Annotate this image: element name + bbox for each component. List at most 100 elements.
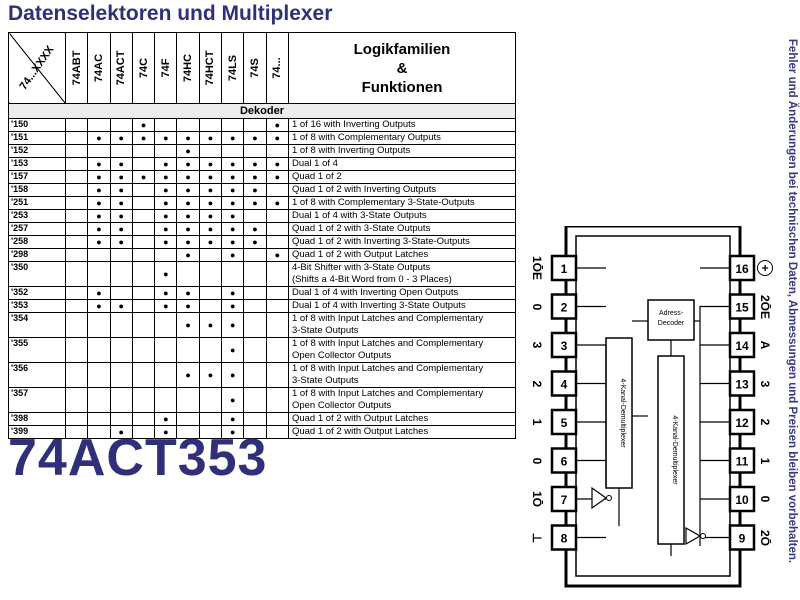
availability-dot: ● — [243, 170, 267, 184]
availability-dot: ● — [87, 209, 111, 223]
table-row: '298●●●Quad 1 of 2 with Output Latches — [8, 248, 517, 262]
family-header: 74HC — [176, 32, 200, 104]
availability-empty — [87, 144, 111, 158]
availability-empty — [64, 299, 89, 313]
pin-label-text: 2ŌE — [758, 294, 772, 319]
availability-empty — [243, 209, 267, 223]
availability-dot: ● — [176, 196, 200, 210]
function-description: 1 of 8 with Input Latches and Complement… — [287, 387, 517, 413]
availability-empty — [64, 312, 89, 338]
type-number: '253 — [8, 209, 66, 223]
section-label: Dekoder — [8, 103, 516, 119]
availability-empty — [176, 337, 200, 363]
chip-inner-outline — [575, 235, 731, 577]
availability-empty — [221, 261, 245, 287]
availability-empty — [64, 196, 89, 210]
availability-dot: ● — [198, 196, 223, 210]
availability-empty — [64, 362, 89, 388]
availability-empty — [131, 387, 156, 413]
availability-empty — [154, 248, 178, 262]
availability-empty — [64, 387, 89, 413]
function-line: 1 of 16 with Inverting Outputs — [291, 119, 416, 131]
availability-empty — [131, 196, 156, 210]
availability-empty — [109, 261, 133, 287]
pin-label: 0 — [528, 452, 546, 470]
availability-empty — [154, 312, 178, 338]
function-line: Quad 1 of 2 with Output Latches — [291, 249, 429, 261]
pin-label: 1 — [528, 413, 546, 431]
table-row: '253●●●●●●Dual 1 of 4 with 3-State Outpu… — [8, 209, 517, 223]
demux-label: 4-Kanal-Demultiplexer — [619, 378, 626, 448]
availability-empty — [176, 261, 200, 287]
table-row: '350●4-Bit Shifter with 3-State Outputs(… — [8, 261, 517, 287]
functions-header-line: Logikfamilien — [353, 40, 451, 58]
availability-empty — [154, 144, 178, 158]
part-number: 74ACT353 — [8, 429, 268, 487]
pin-label: ⊥ — [528, 529, 546, 547]
availability-dot: ● — [221, 157, 245, 171]
function-line: 1 of 8 with Complementary 3-State-Output… — [291, 197, 475, 209]
availability-dot: ● — [198, 362, 223, 388]
availability-dot: ● — [221, 286, 245, 300]
availability-empty — [154, 362, 178, 388]
family-label: 74AC — [92, 53, 105, 83]
function-line: 3-State Outputs — [291, 374, 359, 386]
availability-empty — [64, 337, 89, 363]
function-line: Open Collector Outputs — [291, 349, 392, 361]
availability-dot: ● — [154, 235, 178, 249]
function-description: 1 of 8 with Complementary Outputs — [287, 131, 517, 145]
pin-label: 2 — [528, 375, 546, 393]
availability-empty — [64, 144, 89, 158]
availability-empty — [109, 118, 133, 132]
availability-dot: ● — [243, 222, 267, 236]
availability-empty — [198, 261, 223, 287]
demux-block-2 — [657, 355, 685, 545]
function-description: 4-Bit Shifter with 3-State Outputs(Shift… — [287, 261, 517, 287]
function-description: Dual 1 of 4 — [287, 157, 517, 171]
availability-dot: ● — [221, 299, 245, 313]
table-row: '251●●●●●●●●1 of 8 with Complementary 3-… — [8, 196, 517, 210]
inverter-bubble — [700, 533, 706, 539]
family-label: 74HC — [182, 53, 195, 83]
availability-empty — [198, 248, 223, 262]
function-line: Dual 1 of 4 — [291, 158, 338, 170]
pin-label-text: 3 — [758, 380, 772, 387]
availability-empty — [64, 118, 89, 132]
family-label: 74ACT — [115, 50, 128, 86]
availability-empty — [131, 337, 156, 363]
pin-label-text: 0 — [530, 457, 544, 464]
availability-dot: ● — [176, 170, 200, 184]
availability-dot: ● — [221, 183, 245, 197]
family-label: 74C — [137, 57, 150, 79]
availability-empty — [64, 261, 89, 287]
function-line: Dual 1 of 4 with Inverting 3-State Outpu… — [291, 300, 466, 312]
function-description: Quad 1 of 2 with 3-State Outputs — [287, 222, 517, 236]
disclaimer-text: Fehler und Änderungen bei technischen Da… — [786, 38, 798, 564]
type-number: '150 — [8, 118, 66, 132]
section-row: Dekoder — [8, 103, 516, 119]
availability-empty — [243, 387, 267, 413]
availability-empty — [109, 387, 133, 413]
availability-dot: ● — [87, 170, 111, 184]
function-line: Quad 1 of 2 — [291, 171, 342, 183]
function-description: 1 of 8 with Input Latches and Complement… — [287, 337, 517, 363]
function-description: 1 of 8 with Input Latches and Complement… — [287, 362, 517, 388]
availability-dot: ● — [87, 299, 111, 313]
availability-empty — [154, 387, 178, 413]
availability-empty — [109, 312, 133, 338]
functions-header-line: Funktionen — [361, 78, 443, 96]
availability-dot: ● — [154, 286, 178, 300]
corner-header: 74...XXXX — [8, 32, 66, 104]
availability-dot: ● — [109, 170, 133, 184]
pin-label: 2ŌE — [756, 294, 774, 318]
availability-empty — [243, 261, 267, 287]
availability-dot: ● — [198, 157, 223, 171]
availability-empty — [198, 286, 223, 300]
availability-empty — [198, 299, 223, 313]
availability-dot: ● — [176, 131, 200, 145]
function-line: Quad 1 of 2 with Inverting 3-State-Outpu… — [291, 236, 470, 248]
pin-label-text: A — [758, 340, 772, 350]
pin-number: 7 — [561, 493, 568, 507]
availability-empty — [109, 248, 133, 262]
